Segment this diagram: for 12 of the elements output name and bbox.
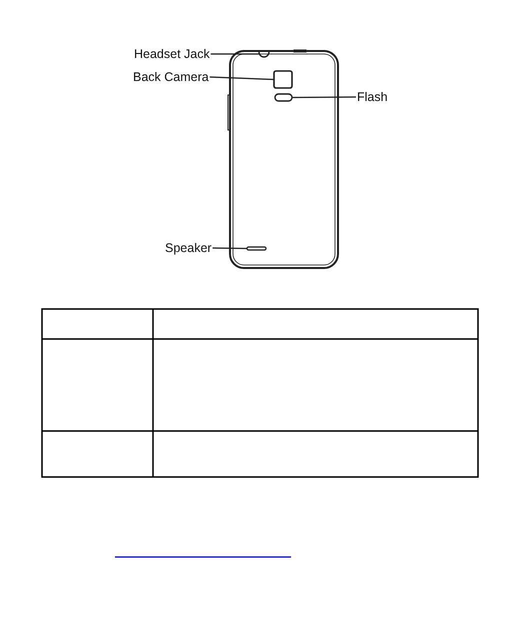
leader-line	[212, 247, 247, 250]
part-label: Flash	[357, 90, 388, 104]
headset-jack-icon	[258, 52, 270, 58]
leader-line	[292, 96, 356, 98]
speaker-grille	[246, 246, 267, 251]
leader-line	[210, 53, 259, 55]
part-label: Speaker	[165, 241, 212, 255]
part-label: Back Camera	[133, 70, 209, 84]
part-label: Headset Jack	[134, 47, 210, 61]
back-camera-lens	[273, 70, 293, 89]
leader-line	[210, 76, 274, 80]
flash-window	[274, 93, 293, 102]
